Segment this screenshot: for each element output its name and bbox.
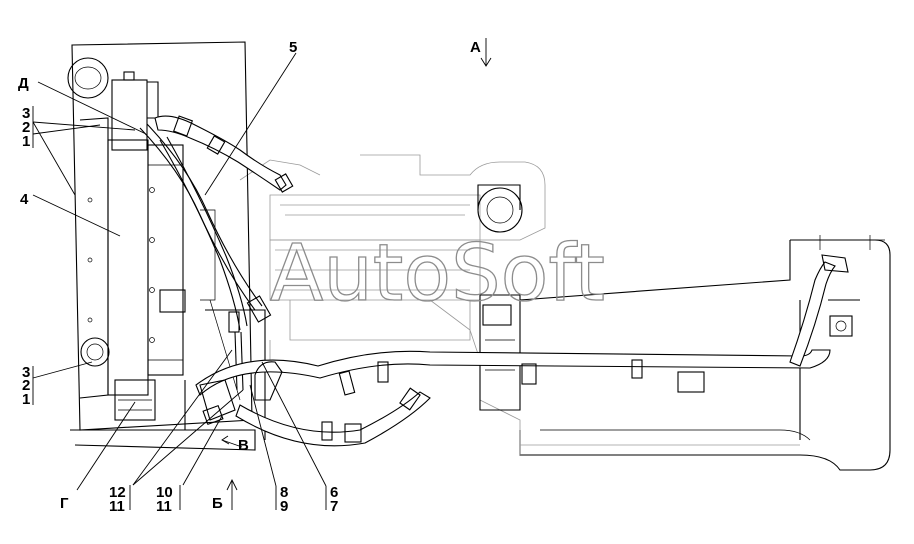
gearbox [479,294,521,411]
label-g: Г [60,495,69,512]
label-4: 4 [20,191,29,208]
label-11-b: 11 [156,498,172,515]
upper-hose [154,115,294,193]
lower-hoses [195,254,849,447]
label-b: Б [212,495,223,512]
label-9: 9 [280,498,288,515]
label-7: 7 [330,498,338,515]
radiator-assembly [67,41,266,451]
watermark-text: AutoSoft [270,229,605,319]
callout-labels: Д А 5 4 3 2 1 3 2 1 Г 12 11 10 11 Б В 8 … [18,39,481,515]
thin-tubes [139,123,272,391]
label-12: 12 [109,484,126,501]
label-a: А [470,39,481,56]
label-6: 6 [330,484,338,501]
label-bottom-1: 1 [22,391,30,408]
label-8: 8 [280,484,288,501]
label-bottom-2: 2 [22,377,30,394]
label-5: 5 [289,39,297,56]
label-bottom-3: 3 [22,364,30,381]
turbo-flange [477,184,523,233]
label-top-3: 3 [22,105,30,122]
leader-lines [32,38,492,510]
label-10: 10 [156,484,173,501]
label-d: Д [18,75,29,92]
label-v: В [238,437,249,454]
chassis-frame [519,235,891,471]
label-11-a: 11 [109,498,125,515]
label-top-2: 2 [22,119,30,136]
label-top-1: 1 [22,133,30,150]
